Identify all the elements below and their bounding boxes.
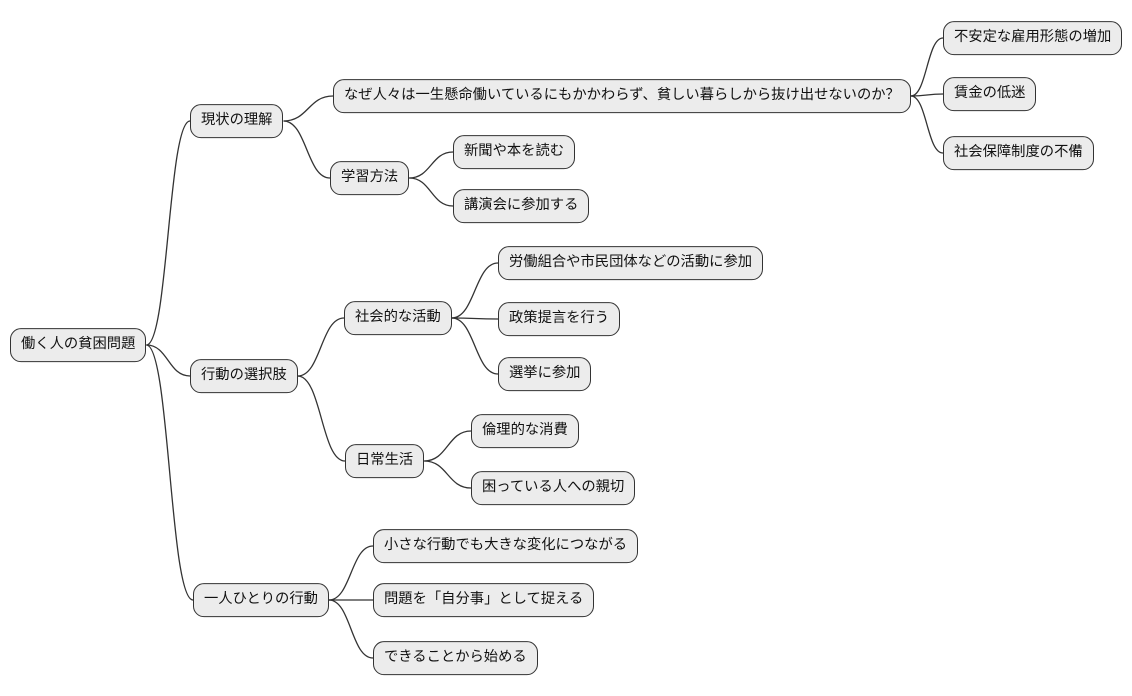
- mindmap-edge: [409, 151, 454, 179]
- mindmap-edge: [283, 120, 331, 179]
- mindmap-edge: [910, 95, 944, 154]
- node-daily-life: 日常生活: [345, 444, 425, 478]
- node-small-actions-big-change: 小さな行動でも大きな変化につながる: [373, 529, 639, 563]
- mindmap-edge: [451, 262, 499, 319]
- node-understanding-current-situation: 現状の理解: [190, 104, 284, 138]
- mindmap-edge: [424, 430, 472, 462]
- node-ethical-consumption: 倫理的な消費: [471, 414, 579, 448]
- node-read-newspapers-books: 新聞や本を読む: [453, 135, 576, 169]
- node-working-poor-problem: 働く人の貧困問題: [10, 328, 147, 362]
- mindmap-edge: [409, 177, 454, 207]
- node-why-cant-escape-poverty: なぜ人々は一生懸命働いているにもかかわらず、貧しい暮らしから抜け出せないのか？: [333, 79, 911, 113]
- node-social-activities: 社会的な活動: [344, 301, 452, 335]
- mindmap-edge: [146, 344, 194, 601]
- node-action-options: 行動の選択肢: [190, 359, 298, 393]
- mindmap-edge: [451, 317, 499, 320]
- mindmap-edge: [146, 344, 191, 377]
- mindmap-edge: [283, 95, 334, 122]
- node-learning-methods: 学習方法: [330, 161, 410, 195]
- node-wage-stagnation: 賃金の低迷: [943, 77, 1037, 111]
- node-unstable-employment-increase: 不安定な雇用形態の増加: [943, 21, 1123, 55]
- mindmap-edge: [328, 545, 374, 601]
- node-inadequate-social-security: 社会保障制度の不備: [943, 136, 1094, 170]
- node-attend-lectures: 講演会に参加する: [453, 189, 590, 223]
- mindmap-edge: [297, 317, 345, 377]
- node-join-unions-civic-groups: 労働組合や市民団体などの活動に参加: [498, 246, 764, 280]
- node-treat-problem-as-own-matter: 問題を「自分事」として捉える: [373, 583, 595, 617]
- mindmap-edge: [146, 120, 191, 346]
- node-individual-actions: 一人ひとりの行動: [193, 583, 329, 617]
- mindmap-edge: [910, 37, 944, 97]
- mindmap-edge: [451, 317, 499, 375]
- mindmap-edge: [297, 375, 346, 462]
- mindmap-edge: [424, 460, 472, 489]
- mindmap-edge: [328, 599, 374, 659]
- node-start-with-what-you-can: できることから始める: [373, 641, 538, 675]
- node-kindness-to-people-in-need: 困っている人への親切: [471, 471, 636, 505]
- node-participate-elections: 選挙に参加: [498, 357, 592, 391]
- mindmap-edge: [910, 93, 944, 97]
- node-policy-proposals: 政策提言を行う: [498, 302, 621, 336]
